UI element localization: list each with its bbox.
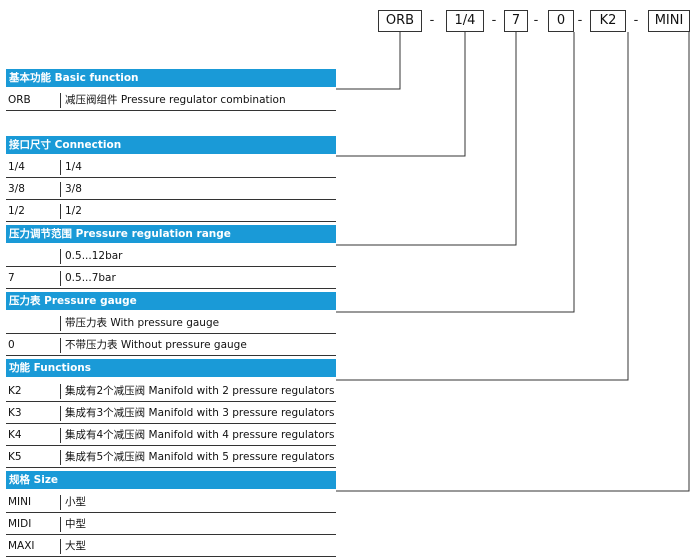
code-box-connection: 1/4 [446,10,484,32]
table-row: ORB 减压阀组件 Pressure regulator combination [6,89,336,111]
row-code: K2 [8,385,22,397]
code-separator: - [533,13,539,28]
row-description: 小型 [65,496,86,508]
table-row: K5 集成有5个减压阀 Manifold with 5 pressure reg… [6,446,336,468]
row-description: 3/8 [65,183,82,195]
code-box-pressure-range: 7 [504,10,528,32]
connector-size [336,32,690,492]
row-description: 集成有2个减压阀 Manifold with 2 pressure regula… [65,385,335,397]
row-divider [60,338,61,353]
row-description: 带压力表 With pressure gauge [65,317,220,329]
row-description: 中型 [65,518,86,530]
row-code: 1/2 [8,205,25,217]
row-code: K3 [8,407,22,419]
section-header-functions: 功能 Functions [6,359,336,377]
code-box-gauge: 0 [548,10,574,32]
row-code: ORB [8,94,31,106]
connector-basic-function [336,32,401,90]
table-row: K4 集成有4个减压阀 Manifold with 4 pressure reg… [6,424,336,446]
row-description: 1/2 [65,205,82,217]
section-header-size: 规格 Size [6,471,336,489]
row-code: 7 [8,272,15,284]
table-row: 7 0.5...7bar [6,267,336,289]
code-box-size: MINI [648,10,690,32]
code-separator: - [429,13,435,28]
code-box-orb: ORB [378,10,422,32]
row-description: 不带压力表 Without pressure gauge [65,339,247,351]
row-code: MAXI [8,540,35,552]
row-code: 0 [8,339,15,351]
table-row: 0.5...12bar [6,245,336,267]
section-header-basic-function: 基本功能 Basic function [6,69,336,87]
table-row: MINI 小型 [6,491,336,513]
row-description: 集成有5个减压阀 Manifold with 5 pressure regula… [65,451,335,463]
row-description: 减压阀组件 Pressure regulator combination [65,94,286,106]
row-code: K5 [8,451,22,463]
code-separator: - [491,13,497,28]
row-description: 0.5...7bar [65,272,116,284]
row-divider [60,249,61,264]
table-row: 带压力表 With pressure gauge [6,312,336,334]
connector-connection [336,32,466,157]
table-row: MAXI 大型 [6,535,336,557]
code-separator: - [633,13,639,28]
section-header-pressure-gauge: 压力表 Pressure gauge [6,292,336,310]
table-row: 3/8 3/8 [6,178,336,200]
row-description: 集成有3个减压阀 Manifold with 3 pressure regula… [65,407,335,419]
code-box-function: K2 [590,10,626,32]
row-description: 大型 [65,540,86,552]
row-divider [60,406,61,421]
row-divider [60,517,61,532]
row-divider [60,495,61,510]
section-header-pressure-range: 压力调节范围 Pressure regulation range [6,225,336,243]
table-row: 0 不带压力表 Without pressure gauge [6,334,336,356]
table-row: MIDI 中型 [6,513,336,535]
connector-pressure-range [336,32,517,246]
row-description: 0.5...12bar [65,250,123,262]
row-divider [60,93,61,108]
row-description: 集成有4个减压阀 Manifold with 4 pressure regula… [65,429,335,441]
row-divider [60,204,61,219]
row-divider [60,271,61,286]
row-divider [60,450,61,465]
row-divider [60,384,61,399]
row-code: MINI [8,496,32,508]
table-row: K3 集成有3个减压阀 Manifold with 3 pressure reg… [6,402,336,424]
connector-function [336,32,629,381]
row-code: K4 [8,429,22,441]
section-header-connection: 接口尺寸 Connection [6,136,336,154]
row-code: 1/4 [8,161,25,173]
table-row: 1/4 1/4 [6,156,336,178]
row-code: 3/8 [8,183,25,195]
row-divider [60,428,61,443]
row-divider [60,539,61,554]
row-code: MIDI [8,518,32,530]
row-description: 1/4 [65,161,82,173]
code-separator: - [577,13,583,28]
row-divider [60,182,61,197]
row-divider [60,316,61,331]
table-row: 1/2 1/2 [6,200,336,222]
table-row: K2 集成有2个减压阀 Manifold with 2 pressure reg… [6,380,336,402]
connector-gauge [336,32,575,313]
row-divider [60,160,61,175]
